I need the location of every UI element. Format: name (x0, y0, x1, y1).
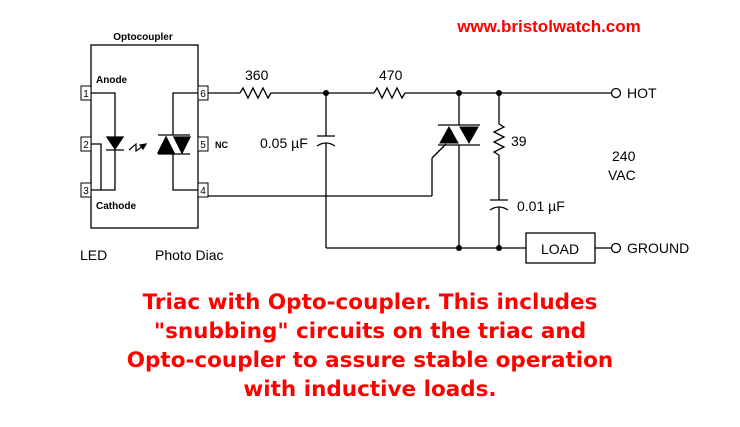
wiring (208, 86, 612, 249)
pin-5-label: 5 (200, 140, 206, 151)
junction-dots (323, 90, 502, 251)
caption-line-1: Triac with Opto-coupler. This includes (142, 290, 598, 315)
photo-diac-symbol (156, 92, 198, 191)
resistor-39-label: 39 (511, 133, 527, 149)
caption-line-4: with inductive loads. (243, 377, 497, 402)
resistor-360-label: 360 (245, 67, 269, 83)
resistor-470 (373, 86, 406, 100)
cathode-label: Cathode (96, 201, 136, 212)
website-url: www.bristolwatch.com (456, 17, 641, 36)
capacitor-001-label: 0.01 µF (517, 198, 565, 214)
ground-terminal (610, 242, 622, 254)
capacitor-005-label: 0.05 µF (260, 135, 308, 151)
pin-5-box (197, 136, 209, 152)
photo-diac-label: Photo Diac (155, 247, 223, 263)
voltage-label-value: 240 (612, 148, 636, 164)
triac-symbol (439, 125, 479, 145)
resistor-360 (239, 86, 272, 100)
resistor-39 (492, 123, 506, 156)
voltage-label-unit: VAC (608, 167, 636, 183)
resistor-470-label: 470 (379, 67, 403, 83)
hot-label: HOT (627, 85, 657, 101)
nc-label: NC (215, 140, 228, 150)
load-box (525, 232, 596, 264)
led-label: LED (80, 247, 107, 263)
pin-6-label: 6 (200, 89, 206, 100)
ground-label: GROUND (627, 240, 689, 256)
caption-line-2: "snubbing" circuits on the triac and (153, 319, 587, 344)
pin-2-label: 2 (83, 140, 89, 151)
pin-boxes (80, 85, 209, 198)
pin-3-label: 3 (83, 186, 89, 197)
caption: Triac with Opto-coupler. This includes "… (0, 288, 740, 404)
caption-line-3: Opto-coupler to assure stable operation (126, 348, 614, 373)
led-symbol (91, 92, 125, 191)
light-arrow-icon (128, 142, 148, 153)
load-label: LOAD (541, 241, 579, 257)
pin-1-label: 1 (83, 89, 89, 100)
anode-label: Anode (96, 75, 128, 86)
hot-terminal (610, 87, 622, 99)
optocoupler-title: Optocoupler (113, 32, 173, 43)
pin-4-label: 4 (200, 186, 206, 197)
